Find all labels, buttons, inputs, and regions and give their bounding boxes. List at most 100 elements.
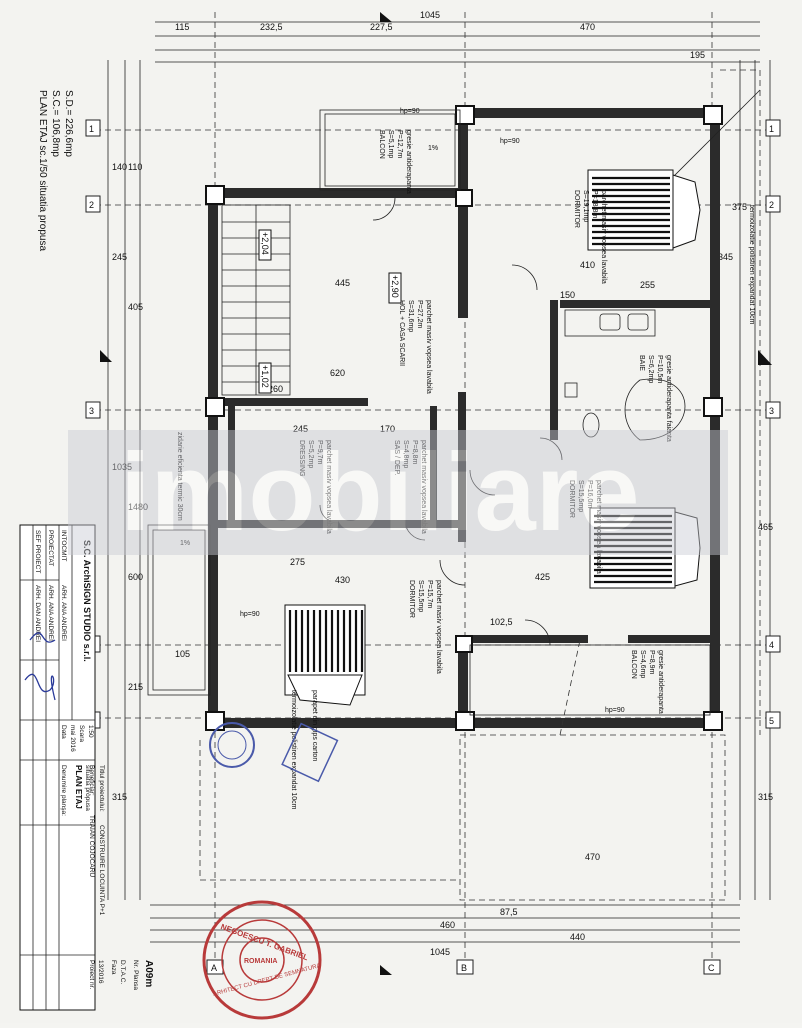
- svg-text:parchet masiv vopsea lavabila: parchet masiv vopsea lavabila: [325, 440, 332, 534]
- svg-text:S=6,2mp: S=6,2mp: [647, 355, 654, 383]
- svg-text:parchet masiv vopsea lavabila: parchet masiv vopsea lavabila: [600, 190, 607, 284]
- title-block-role-1: INTOCMIT ARH. ANA ANDREI: [60, 530, 67, 641]
- svg-text:425: 425: [535, 572, 550, 582]
- svg-text:600: 600: [128, 572, 143, 582]
- svg-text:P=18,8m: P=18,8m: [591, 190, 598, 218]
- room-dressing: DRESSING S=5,2mp P=9,7m parchet masiv vo…: [298, 440, 332, 534]
- svg-text:Scara: Scara: [78, 725, 85, 742]
- svg-text:ARH. DAN ANDREI: ARH. DAN ANDREI: [34, 585, 41, 642]
- svg-text:parchet masiv vopsea lavabila: parchet masiv vopsea lavabila: [425, 300, 432, 394]
- svg-text:Titlul proiectului:: Titlul proiectului:: [98, 765, 105, 812]
- svg-text:1%: 1%: [180, 540, 190, 547]
- svg-text:S.C.= 106,8mp: S.C.= 106,8mp: [50, 90, 61, 157]
- room-dormitor-bottom: DORMITOR S=15,5mp P=15,7m parchet masiv …: [408, 580, 442, 674]
- svg-text:A: A: [211, 963, 217, 973]
- balcony-left: [147, 524, 211, 696]
- svg-text:P=10,5m: P=10,5m: [656, 355, 663, 383]
- svg-text:INTOCMIT: INTOCMIT: [60, 530, 67, 561]
- svg-text:S=15,5mp: S=15,5mp: [577, 480, 584, 512]
- svg-text:gresie antiderapanta: gresie antiderapanta: [405, 130, 412, 194]
- svg-text:CONSTRUIRE LOCUINTA P+1: CONSTRUIRE LOCUINTA P+1: [98, 825, 105, 916]
- svg-text:BALCON: BALCON: [378, 130, 385, 159]
- svg-text:245: 245: [293, 424, 308, 434]
- svg-text:S=5,2mp: S=5,2mp: [307, 440, 314, 468]
- svg-text:105: 105: [175, 649, 190, 659]
- svg-text:4: 4: [769, 640, 774, 650]
- svg-text:TRAIAN COJOCARU: TRAIAN COJOCARU: [88, 815, 95, 877]
- svg-text:hp=90: hp=90: [500, 138, 520, 145]
- svg-text:DORMITOR: DORMITOR: [573, 190, 580, 228]
- svg-text:SAS / DEP.: SAS / DEP.: [393, 440, 400, 475]
- room-baie: BAIE S=6,2mp P=10,5m gresie antiderapant…: [638, 355, 672, 442]
- svg-text:470: 470: [580, 22, 595, 32]
- svg-text:150: 150: [560, 290, 575, 300]
- room-hol-casa-scarii: HOL + CASA SCARII S=31,6mp P=27,2m parch…: [398, 300, 432, 394]
- svg-text:A09m: A09m: [143, 960, 154, 987]
- svg-text:315: 315: [758, 792, 773, 802]
- title-block-project: Beneficiar: TRAIAN COJOCARU Titlul proie…: [88, 765, 105, 916]
- svg-text:13/2016: 13/2016: [97, 960, 104, 984]
- svg-text:2: 2: [769, 200, 774, 210]
- svg-text:D.T.A.C.: D.T.A.C.: [119, 960, 126, 984]
- bathroom-fixtures: [564, 309, 686, 441]
- exterior-walls: [208, 108, 720, 728]
- svg-text:1045: 1045: [420, 10, 440, 20]
- axis-number-3: 3: [85, 401, 101, 419]
- axis-letter-c: C: [703, 959, 721, 975]
- svg-text:620: 620: [330, 368, 345, 378]
- room-dormitor-middle: DORMITOR S=15,5mp P=16,0m parchet masiv …: [568, 480, 602, 574]
- svg-text:245: 245: [112, 252, 127, 262]
- svg-text:440: 440: [570, 932, 585, 942]
- title-block: [19, 524, 96, 1011]
- title-block-role-2: PROIECTAT ARH. ANA ANDREI: [47, 530, 54, 641]
- bed-top-right: [587, 169, 701, 251]
- svg-text:410: 410: [580, 260, 595, 270]
- architect-stamp: NEGOESCU T. GABRIEL ROMANIA ARHITECT CU …: [202, 900, 322, 1020]
- svg-text:S=5,1mp: S=5,1mp: [387, 130, 394, 158]
- svg-text:gresie antiderapanta faianta: gresie antiderapanta faianta: [665, 355, 672, 442]
- svg-text:140: 140: [112, 162, 127, 172]
- svg-text:1: 1: [89, 124, 94, 134]
- svg-text:+1,02: +1,02: [260, 365, 270, 388]
- watermark: imobiliare: [68, 430, 728, 555]
- svg-text:zidarie eficienta termic 30cm: zidarie eficienta termic 30cm: [176, 432, 183, 521]
- svg-text:P=16,0m: P=16,0m: [586, 480, 593, 508]
- svg-text:+2,90: +2,90: [390, 275, 400, 298]
- svg-text:+2,04: +2,04: [260, 232, 270, 255]
- svg-text:DORMITOR: DORMITOR: [408, 580, 415, 618]
- axis-number-2: 2: [85, 195, 101, 213]
- svg-text:232,5: 232,5: [260, 22, 283, 32]
- svg-text:PROIECTAT: PROIECTAT: [47, 530, 54, 566]
- svg-text:460: 460: [440, 920, 455, 930]
- svg-text:Proiect nr.: Proiect nr.: [88, 960, 95, 989]
- svg-text:1%: 1%: [428, 145, 438, 152]
- svg-text:C: C: [708, 963, 715, 973]
- title-block-scale: Data mai 2016 Scara 1:50: [60, 725, 94, 752]
- svg-text:470: 470: [585, 852, 600, 862]
- room-balcon-top: BALCON S=5,1mp P=12,7m gresie antiderapa…: [378, 130, 412, 194]
- balcony-right: [469, 644, 711, 716]
- axis-number-1-right: 1: [765, 119, 781, 137]
- svg-text:DORMITOR: DORMITOR: [568, 480, 575, 518]
- level-marks: +2,90 +2,04 +1,02: [258, 229, 402, 394]
- svg-text:405: 405: [128, 302, 143, 312]
- svg-text:P=27,2m: P=27,2m: [416, 300, 423, 328]
- svg-text:parchet masiv vopsea lavabila: parchet masiv vopsea lavabila: [435, 580, 442, 674]
- title-block-numbers: Proiect nr. 13/2016 Faza D.T.A.C. Nr. Pl…: [88, 960, 154, 990]
- svg-text:S=15,5mp: S=15,5mp: [417, 580, 424, 612]
- drawing-title: PLAN ETAJ sc.1/50 situatia propusa S.C.=…: [37, 90, 74, 251]
- svg-text:imobiliare: imobiliare: [120, 431, 640, 554]
- svg-text:S=4,6mp: S=4,6mp: [639, 650, 646, 678]
- svg-text:DRESSING: DRESSING: [298, 440, 305, 477]
- axis-number-1: 1: [85, 119, 101, 137]
- axis-letter-b: B: [456, 959, 474, 975]
- axis-number-2-right: 2: [765, 195, 781, 213]
- blue-stamp-right: [281, 722, 339, 783]
- balcony-top: [319, 109, 461, 191]
- svg-text:P=8,9m: P=8,9m: [648, 650, 655, 674]
- svg-text:B: B: [461, 963, 467, 973]
- svg-text:1:50: 1:50: [87, 725, 94, 738]
- title-block-role-3: SEF PROIECT ARH. DAN ANDREI: [34, 530, 41, 642]
